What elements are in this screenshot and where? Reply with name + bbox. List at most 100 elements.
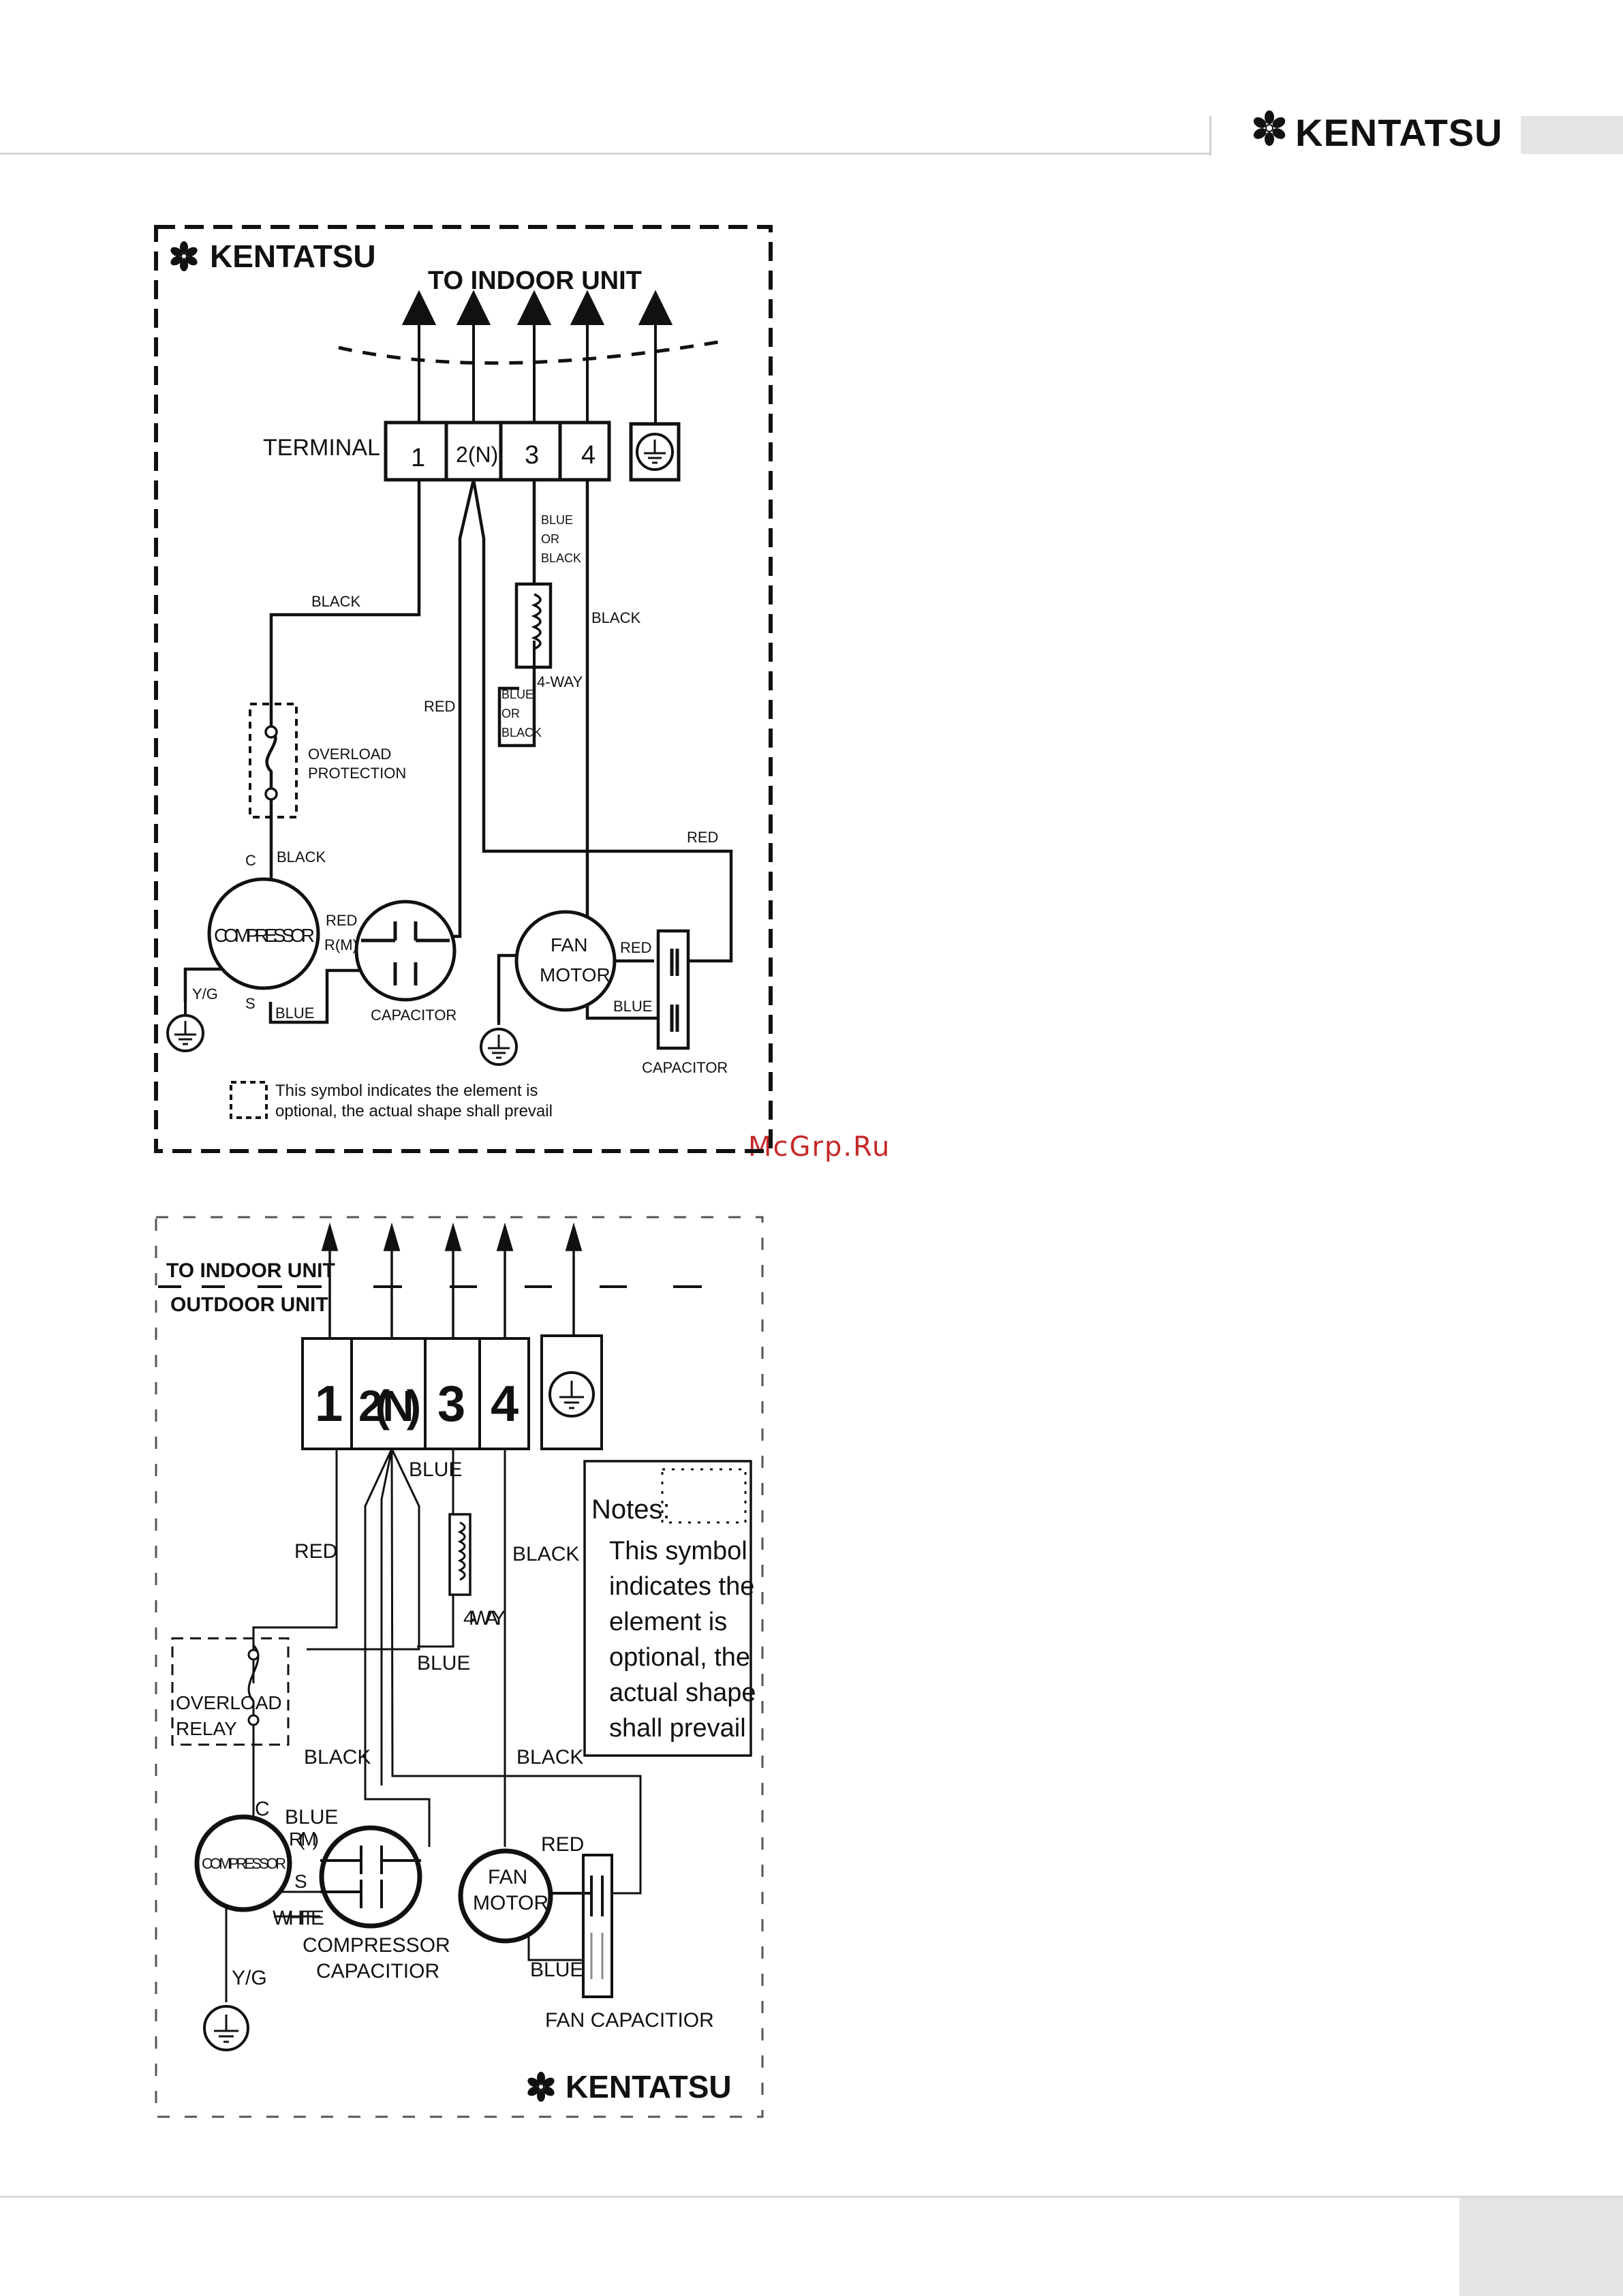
- diagram1-wire-black-c: BLACK: [277, 848, 326, 866]
- diagram1-overload-label-1: OVERLOAD: [308, 746, 391, 763]
- diagram2-terminal-4: 4: [491, 1375, 519, 1432]
- diagram1-rm-label: R(M): [324, 936, 358, 953]
- diagram2-comp-cap-1: COMPRESSOR: [303, 1934, 450, 1957]
- diagram2-s: S: [294, 1871, 307, 1892]
- diagram1-capacitor-label: CAPACITOR: [371, 1007, 457, 1024]
- diagram1-frame: [154, 225, 773, 1153]
- diagram2-to-indoor: TO INDOOR UNIT: [166, 1259, 335, 1282]
- header-tab: [1521, 116, 1623, 154]
- diagram2-terminal-block: [301, 1337, 530, 1450]
- diagram1-fan-blue: BLUE: [613, 998, 652, 1015]
- wiring-diagram-2: TO INDOOR UNIT OUTDOOR UNIT 1 2(N) 3 4: [155, 1216, 764, 2118]
- diagram2-fan-capacitor: [582, 1854, 613, 1998]
- diagram2-note-4: optional, the: [609, 1643, 750, 1672]
- diagram1-wire-black-4: BLACK: [591, 609, 640, 626]
- footer-rule: [0, 2196, 1623, 2198]
- diagram1-optional-symbol: [230, 1081, 268, 1119]
- diagram2-frame: [155, 1216, 764, 2118]
- diagram1-title: TO INDOOR UNIT: [428, 266, 642, 295]
- diagram2-note-5: actual shape: [609, 1679, 756, 1707]
- diagram2-fan-motor: [458, 1848, 553, 1944]
- diagram1-wire-blue-bottom-2: OR: [501, 707, 520, 720]
- diagram1-terminal-block: [384, 420, 611, 482]
- diagram2-black-left: BLACK: [304, 1746, 371, 1769]
- header-divider: [1209, 116, 1211, 155]
- diagram1-wire-blue-bottom-1: BLUE: [501, 688, 534, 701]
- diagram2-compressor-capacitor: [319, 1825, 422, 1929]
- diagram2-white: WHITE: [273, 1907, 324, 1929]
- diagram1-overload-label-2: PROTECTION: [308, 765, 406, 782]
- diagram1-fan-capacitor-label: CAPACITOR: [642, 1059, 728, 1076]
- diagram2-terminal-1: 1: [315, 1375, 343, 1432]
- diagram2-fan-motor-2: MOTOR: [473, 1892, 548, 1914]
- diagram1-logo-icon: [170, 241, 198, 271]
- diagram1-fan-red: RED: [620, 939, 651, 956]
- diagram2-fan-cap: FAN CAPACITIOR: [545, 2009, 714, 2032]
- diagram2-red: RED: [294, 1540, 337, 1563]
- diagram2-note-3: element is: [609, 1608, 727, 1636]
- diagram2-compressor: [194, 1814, 292, 1912]
- brand-mark-icon: [1250, 109, 1288, 156]
- diagram2-notes-title: Notes:: [591, 1495, 670, 1525]
- diagram1-s-label: S: [245, 995, 256, 1012]
- diagram1-wire-black-1: BLACK: [311, 593, 360, 610]
- header-logo: KENTATSU: [1250, 109, 1503, 156]
- diagram1-compressor-label: COMPRESSOR: [214, 925, 315, 946]
- diagram2-blue-fan: BLUE: [530, 1959, 583, 1981]
- diagram2-red-fan: RED: [541, 1833, 584, 1856]
- diagram1-terminal-label: TERMINAL: [263, 435, 380, 461]
- diagram1-four-way-label: 4-WAY: [537, 673, 583, 690]
- diagram2-terminal-3: 3: [437, 1375, 465, 1432]
- diagram2-note-6: shall prevail: [609, 1714, 746, 1743]
- diagram2-blue-top: BLUE: [409, 1458, 462, 1481]
- diagram2-overload-2: RELAY: [176, 1718, 237, 1739]
- diagram1-fan-motor: [514, 910, 617, 1012]
- diagram1-note-1: This symbol indicates the element is: [275, 1082, 538, 1100]
- diagram1-yg-label: Y/G: [192, 985, 218, 1002]
- diagram1-wire-blue-top-1: BLUE: [541, 513, 573, 527]
- diagram2-outdoor: OUTDOOR UNIT: [170, 1294, 328, 1316]
- diagram2-logo-icon: [527, 2072, 555, 2102]
- diagram2-terminal-2: 2(N): [358, 1381, 421, 1430]
- diagram2-four-way-label: 4-WAY: [463, 1607, 506, 1629]
- diagram2-compressor-label: COMPRESSOR: [202, 1855, 286, 1872]
- diagram2-rm: R(M): [289, 1828, 319, 1850]
- diagram2-overload-1: OVERLOAD: [176, 1692, 282, 1713]
- diagram1-compressor: [207, 877, 320, 990]
- footer-tab: [1459, 2198, 1623, 2296]
- diagram2-note-2: indicates the: [609, 1572, 754, 1601]
- wiring-diagram-1: KENTATSU TO INDOOR UNIT TERMINAL 1 2(N) …: [154, 225, 773, 1153]
- diagram1-fan-motor-2: MOTOR: [540, 964, 610, 985]
- diagram1-wire-red-mid: RED: [424, 698, 455, 715]
- diagram1-red-right: RED: [687, 829, 718, 846]
- diagram2-black-right: BLACK: [516, 1746, 583, 1769]
- diagram1-terminal-4: 4: [581, 441, 596, 470]
- diagram2-note-1: This symbol: [609, 1537, 747, 1565]
- diagram1-note-2: optional, the actual shape shall prevail: [275, 1102, 553, 1120]
- diagram2-fan-motor-1: FAN: [488, 1866, 527, 1888]
- header-rule: [0, 153, 1209, 155]
- header-brand: KENTATSU: [1295, 111, 1503, 154]
- diagram1-compressor-capacitor: [354, 900, 457, 1002]
- diagram2-yg: Y/G: [232, 1967, 267, 1989]
- diagram2-notes-box: [583, 1460, 752, 1757]
- diagram1-blue-s: BLUE: [275, 1005, 314, 1022]
- diagram1-terminal-2: 2(N): [456, 442, 498, 467]
- diagram1-brand: KENTATSU: [210, 239, 376, 274]
- diagram1-fan-motor-1: FAN: [551, 934, 587, 955]
- diagram1-terminal-3: 3: [525, 441, 539, 470]
- diagram1-overload-protection: [249, 703, 298, 818]
- diagram2-blue-c: BLUE: [285, 1806, 338, 1828]
- diagram2-c-label: C: [255, 1798, 270, 1820]
- diagram2-comp-cap-2: CAPACITIOR: [316, 1960, 439, 1983]
- diagram2-blue-bottom: BLUE: [417, 1652, 470, 1674]
- diagram2-four-way-valve: [448, 1513, 472, 1596]
- diagram1-c-label: C: [245, 852, 256, 869]
- diagram2-overload-relay: [171, 1637, 290, 1746]
- diagram1-wire-blue-top-2: OR: [541, 532, 559, 546]
- diagram1-red-r: RED: [326, 912, 357, 929]
- diagram2-black-4: BLACK: [512, 1543, 579, 1565]
- diagram1-wire-blue-top-3: BLACK: [541, 551, 581, 565]
- diagram1-wire-blue-bottom-3: BLACK: [501, 726, 542, 739]
- diagram1-terminal-1: 1: [411, 444, 425, 472]
